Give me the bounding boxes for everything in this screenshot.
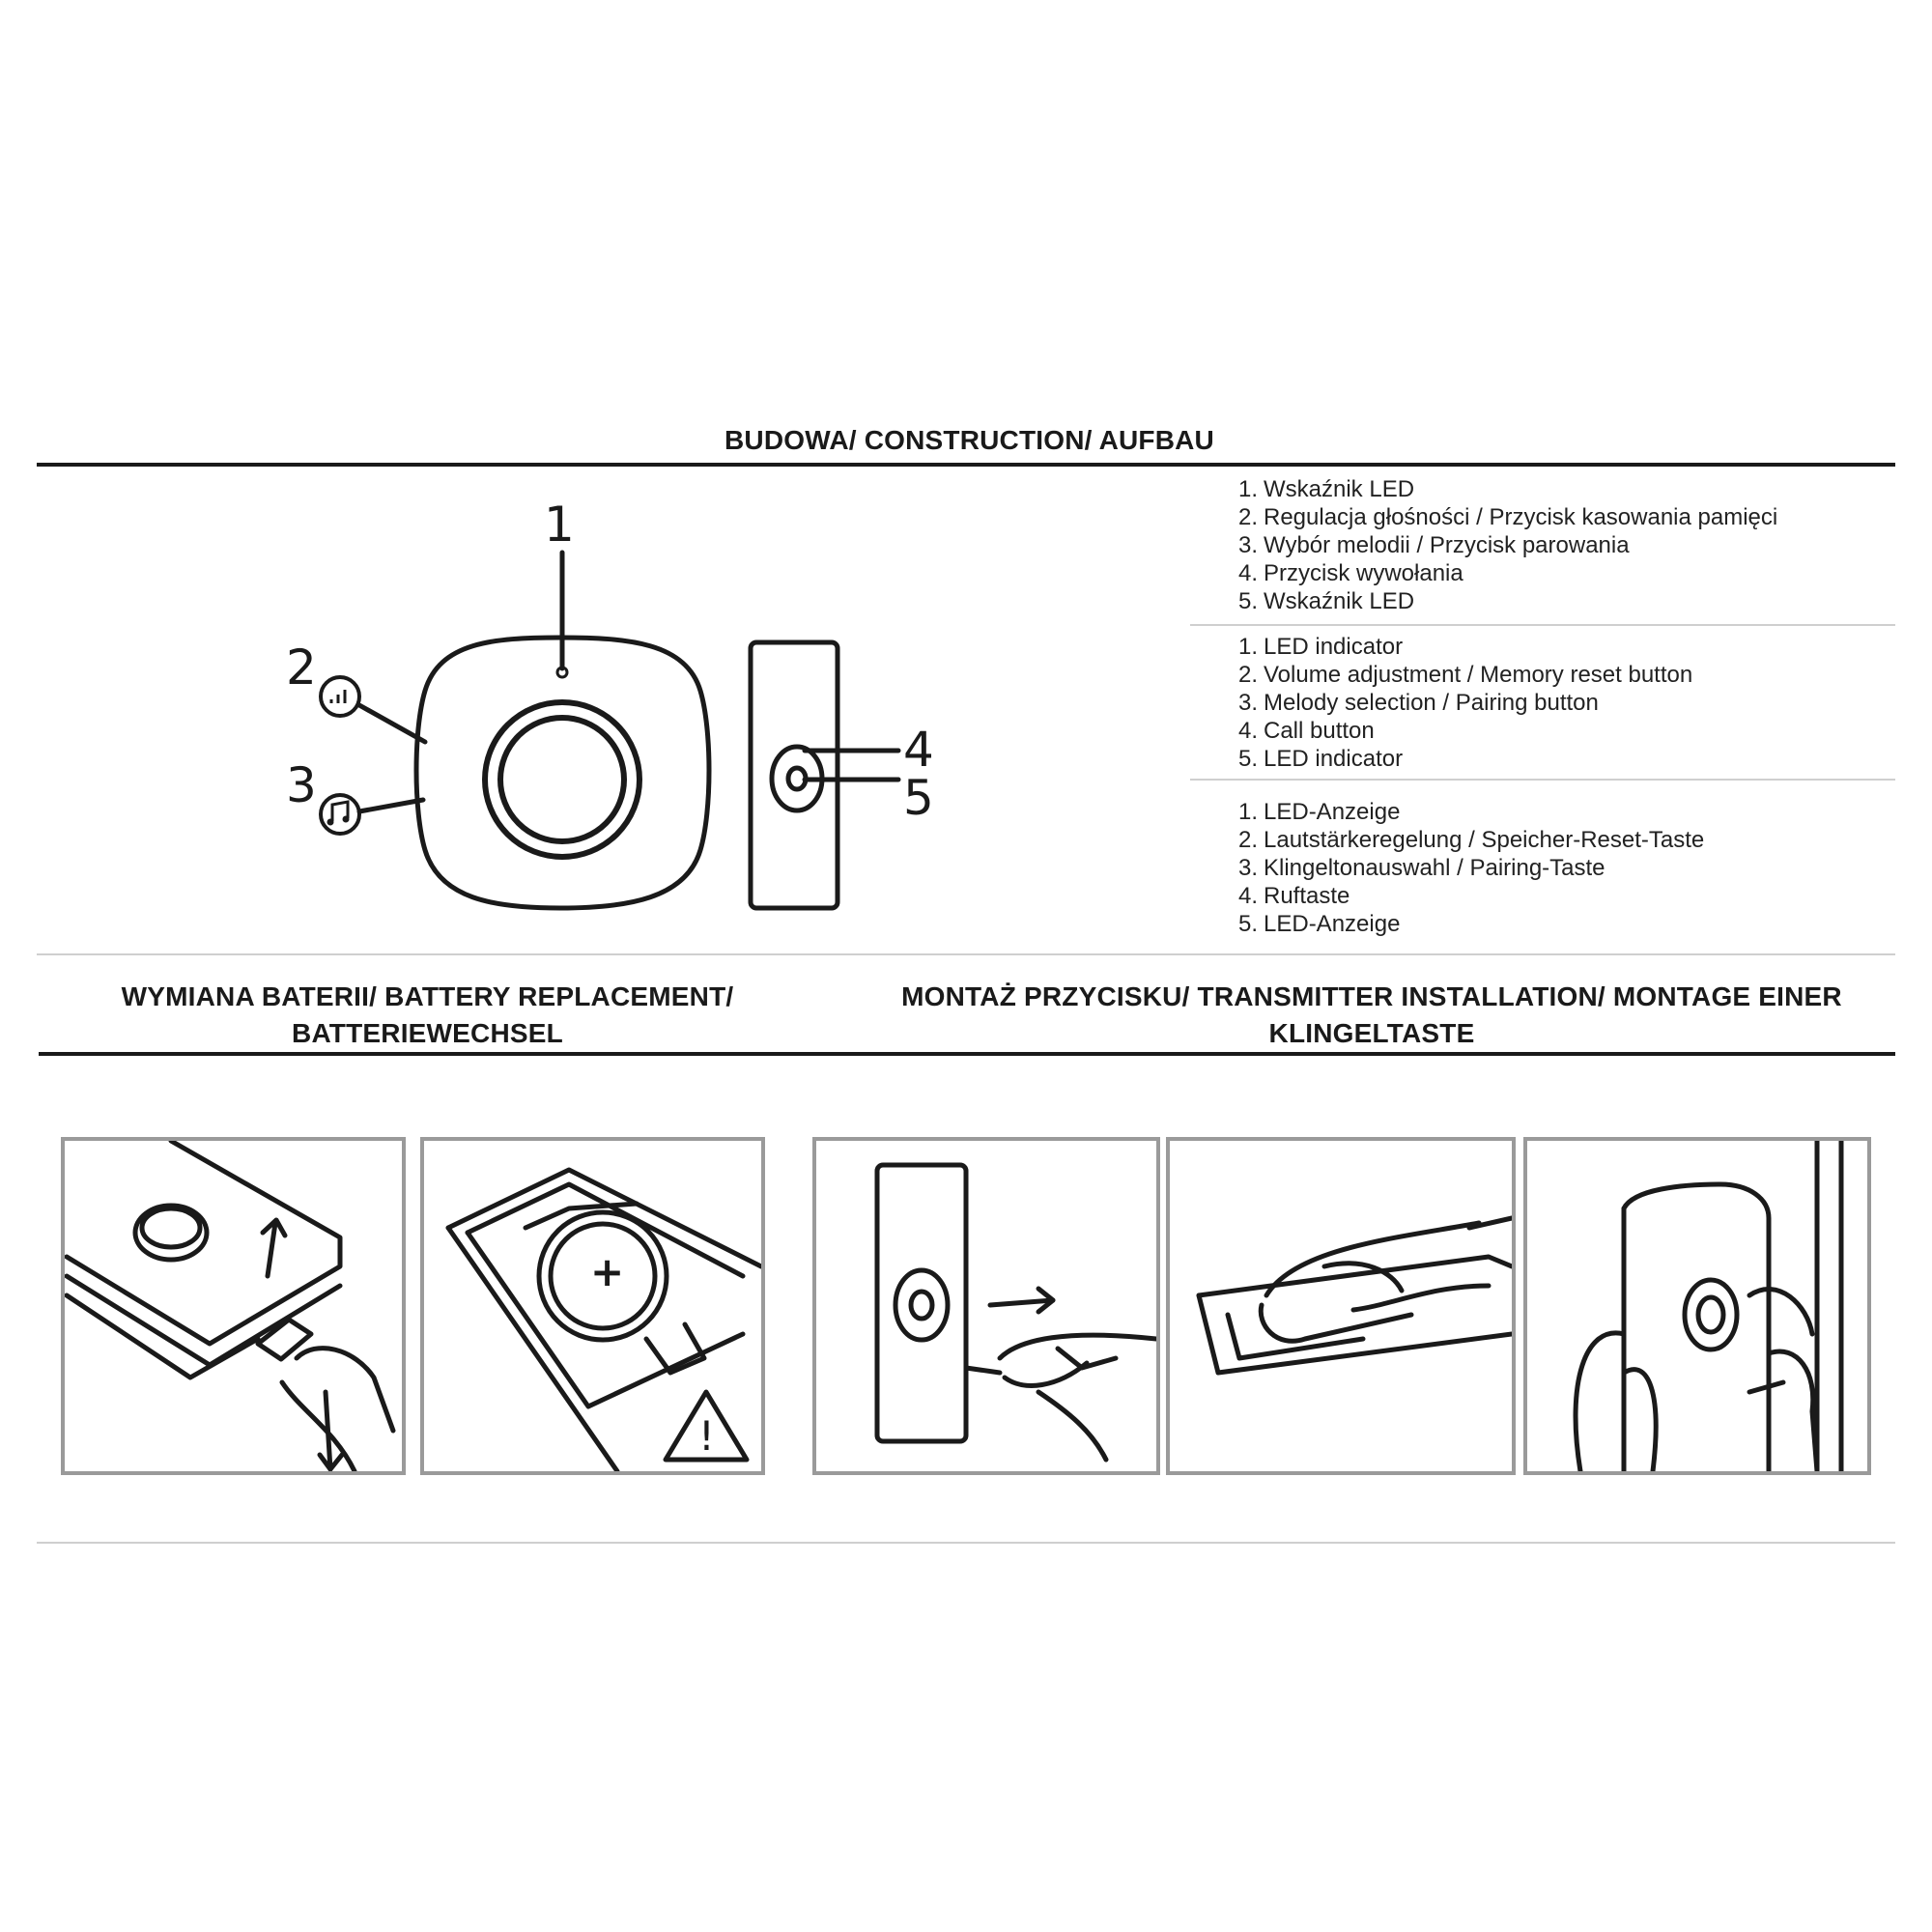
arrow-icon	[260, 1217, 288, 1279]
list-item: 3.Wybór melodii / Przycisk parowania	[1238, 532, 1630, 558]
transmitter-body	[1621, 1181, 1772, 1471]
battery-step-1-panel	[61, 1137, 406, 1475]
led-indicator	[555, 666, 569, 679]
install-step-3-panel	[1523, 1137, 1871, 1475]
section-divider	[37, 953, 1895, 955]
list-item: 4.Przycisk wywołania	[1238, 560, 1463, 586]
installation-heading: MONTAŻ PRZYCISKU/ TRANSMITTER INSTALLATI…	[850, 979, 1893, 1052]
warning-icon: !	[663, 1389, 750, 1463]
callout-2: 2	[286, 639, 317, 696]
receiver-body	[413, 635, 712, 911]
list-item: 5.LED indicator	[1238, 746, 1404, 772]
list-item: 4.Call button	[1238, 718, 1375, 744]
construction-heading-rule	[37, 463, 1895, 467]
receiver-button-outer	[482, 699, 642, 860]
battery-heading: WYMIANA BATERII/ BATTERY REPLACEMENT/ BA…	[39, 979, 816, 1052]
list-item: 5.LED-Anzeige	[1238, 911, 1401, 937]
list-item: 5.Wskaźnik LED	[1238, 588, 1415, 614]
svg-text:!: !	[698, 1412, 715, 1460]
list-item: 2.Regulacja głośności / Przycisk kasowan…	[1238, 504, 1778, 530]
callout-5: 5	[903, 770, 934, 826]
list-item: 1.LED-Anzeige	[1238, 799, 1401, 825]
list-item: 1.LED indicator	[1238, 634, 1404, 660]
hand-icon	[963, 1332, 1156, 1463]
callout-4: 4	[903, 722, 934, 778]
installation-heading-line1: MONTAŻ PRZYCISKU/ TRANSMITTER INSTALLATI…	[901, 981, 1842, 1011]
list-item: 2.Volume adjustment / Memory reset butto…	[1238, 662, 1693, 688]
parts-list-en: 1.LED indicator 2.Volume adjustment / Me…	[1238, 633, 1692, 773]
installation-heading-line2: KLINGELTASTE	[1268, 1018, 1475, 1048]
receiver-button-inner	[497, 715, 627, 844]
list-divider	[1190, 624, 1895, 626]
construction-diagram: 1 2 3 4 5	[286, 497, 934, 911]
list-item: 4.Ruftaste	[1238, 883, 1350, 909]
list-divider	[1190, 779, 1895, 781]
lower-heading-rule	[39, 1052, 1895, 1056]
hand-icon	[1258, 1215, 1512, 1344]
bottom-divider	[37, 1542, 1895, 1544]
battery-step-2-panel: + !	[420, 1137, 765, 1475]
arrow-icon	[987, 1286, 1056, 1315]
battery-plus-symbol: +	[590, 1248, 624, 1295]
screwdriver-icon	[255, 1317, 396, 1471]
install-step-1-panel	[812, 1137, 1160, 1475]
transmitter-body	[748, 639, 840, 911]
arrow-icon	[317, 1389, 345, 1471]
list-item: 2.Lautstärkeregelung / Speicher-Reset-Ta…	[1238, 827, 1705, 853]
volume-icon	[319, 675, 361, 718]
transmitter-body	[874, 1162, 969, 1444]
construction-heading: BUDOWA/ CONSTRUCTION/ AUFBAU	[724, 425, 1214, 455]
callout-3: 3	[286, 757, 317, 813]
callout-1: 1	[544, 497, 575, 553]
button-icon	[132, 1203, 210, 1263]
parts-list-pl: 1.Wskaźnik LED 2.Regulacja głośności / P…	[1238, 475, 1777, 615]
music-note-icon	[319, 793, 361, 836]
hand-icon	[1573, 1287, 1820, 1471]
battery-heading-line1: WYMIANA BATERII/ BATTERY REPLACEMENT/	[121, 981, 734, 1011]
install-step-2-panel	[1166, 1137, 1516, 1475]
coin-battery	[536, 1209, 669, 1343]
list-item: 3.Klingeltonauswahl / Pairing-Taste	[1238, 855, 1605, 881]
list-item: 1.Wskaźnik LED	[1238, 476, 1415, 502]
list-item: 3.Melody selection / Pairing button	[1238, 690, 1599, 716]
battery-heading-line2: BATTERIEWECHSEL	[292, 1018, 563, 1048]
parts-list-de: 1.LED-Anzeige 2.Lautstärkeregelung / Spe…	[1238, 798, 1704, 938]
